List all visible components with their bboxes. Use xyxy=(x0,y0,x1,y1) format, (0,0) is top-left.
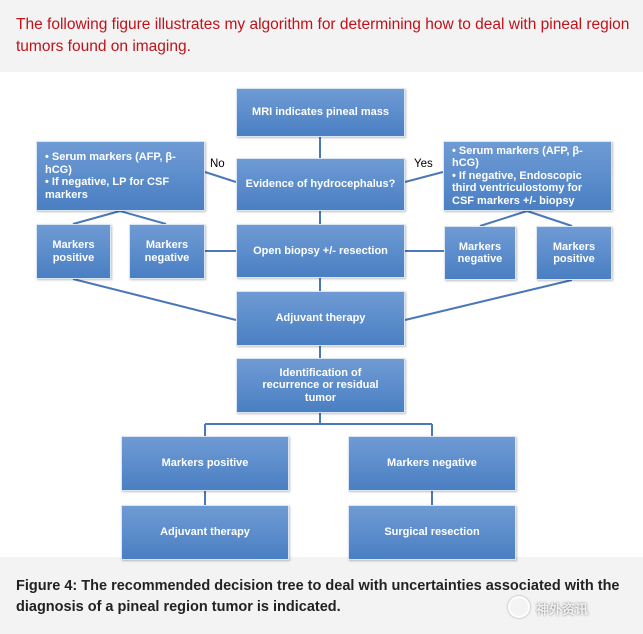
intro-text: The following figure illustrates my algo… xyxy=(16,16,630,55)
identification-label: Identification of recurrence or residual… xyxy=(262,366,379,404)
serum-markers-right-label: • Serum markers (AFP, β- hCG) • If negat… xyxy=(452,144,583,207)
mri-box: MRI indicates pineal mass xyxy=(236,88,405,137)
left-markers-negative-label: Markers negative xyxy=(144,239,190,264)
adjuvant-therapy-label: Adjuvant therapy xyxy=(275,312,366,325)
serum-markers-left-box: • Serum markers (AFP, β- hCG) • If negat… xyxy=(36,141,205,211)
no-label: No xyxy=(210,158,225,170)
open-biopsy-box: Open biopsy +/- resection xyxy=(236,224,405,278)
left-markers-positive-box: Markers positive xyxy=(36,224,111,279)
watermark-logo-icon xyxy=(508,596,530,618)
adjuvant-therapy-box: Adjuvant therapy xyxy=(236,291,405,346)
hydrocephalus-box: Evidence of hydrocephalus? xyxy=(236,158,405,211)
left-markers-positive-label: Markers positive xyxy=(52,239,95,264)
adjuvant-therapy-bottom-label: Adjuvant therapy xyxy=(160,526,250,539)
bottom-markers-negative-box: Markers negative xyxy=(348,436,516,491)
surgical-resection-box: Surgical resection xyxy=(348,505,516,560)
hydrocephalus-label: Evidence of hydrocephalus? xyxy=(245,178,396,191)
open-biopsy-label: Open biopsy +/- resection xyxy=(253,244,388,257)
bottom-markers-positive-label: Markers positive xyxy=(161,457,249,470)
serum-markers-left-label: • Serum markers (AFP, β- hCG) • If negat… xyxy=(45,151,176,201)
bottom-markers-negative-label: Markers negative xyxy=(387,457,477,470)
right-markers-negative-label: Markers negative xyxy=(457,240,503,266)
watermark-text: 神外资讯 xyxy=(536,602,589,617)
right-markers-positive-label: Markers positive xyxy=(552,240,596,266)
bottom-markers-positive-box: Markers positive xyxy=(121,436,289,491)
identification-box: Identification of recurrence or residual… xyxy=(236,358,405,413)
left-markers-negative-box: Markers negative xyxy=(129,224,205,279)
yes-label: Yes xyxy=(414,158,433,170)
figure-caption: Figure 4: The recommended decision tree … xyxy=(16,578,620,615)
mri-label: MRI indicates pineal mass xyxy=(252,106,389,119)
serum-markers-right-box: • Serum markers (AFP, β- hCG) • If negat… xyxy=(443,141,612,211)
watermark: 神外资讯 xyxy=(508,594,628,622)
surgical-resection-label: Surgical resection xyxy=(384,526,480,539)
right-markers-negative-box: Markers negative xyxy=(444,226,516,280)
right-markers-positive-box: Markers positive xyxy=(536,226,612,280)
adjuvant-therapy-bottom-box: Adjuvant therapy xyxy=(121,505,289,560)
